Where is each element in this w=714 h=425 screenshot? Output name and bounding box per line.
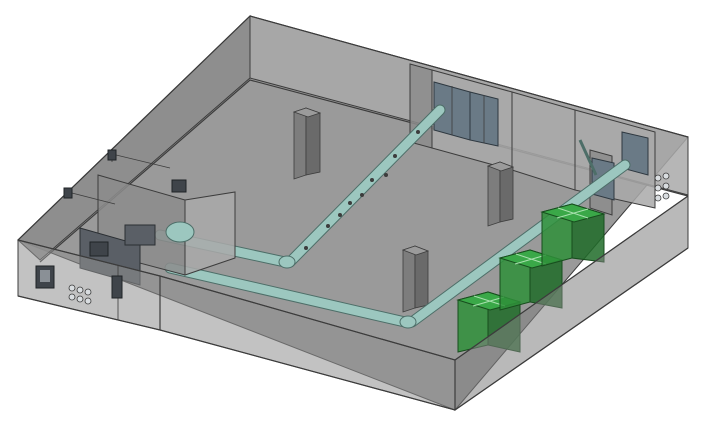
wall-grille-right [654,172,670,202]
column-1 [292,107,322,180]
column-2 [486,161,515,227]
column-3 [401,245,430,313]
duct-taps [304,130,420,250]
wall-grille-front [35,265,123,305]
grille-holes [68,284,92,305]
damper-1 [107,149,117,161]
filter-housing-3 [540,203,606,267]
secondary-duct [164,139,631,329]
damper-2 [63,187,73,199]
back-wall-top-edge [17,15,689,241]
filter-housings [456,203,606,353]
fan-unit [171,179,187,193]
columns [292,107,515,313]
front-walls [17,195,689,411]
double-door [433,81,499,147]
